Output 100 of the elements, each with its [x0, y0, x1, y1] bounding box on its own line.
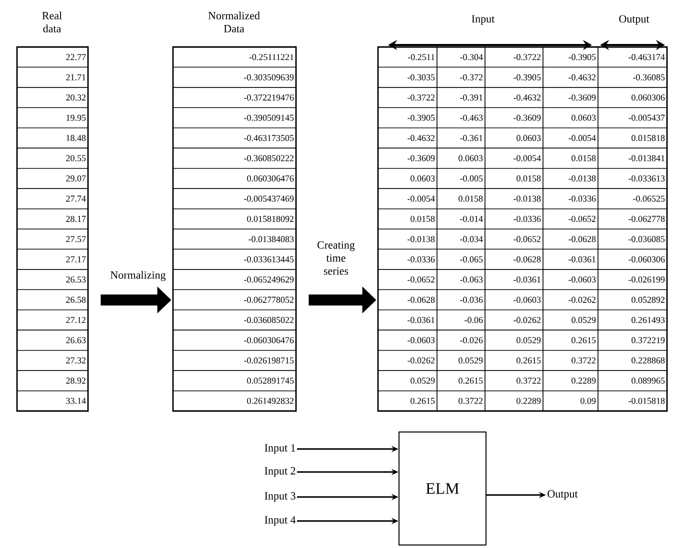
table-cell: -0.0336 — [378, 248, 438, 270]
table-cell: -0.0361 — [484, 269, 544, 290]
table-cell: 0.089965 — [598, 370, 668, 392]
table-cell: 0.3722 — [484, 370, 544, 392]
table-cell: -0.062778052 — [172, 289, 296, 310]
table-cell: -0.065 — [436, 248, 486, 270]
table-cell: 0.261493 — [598, 310, 668, 330]
table-cell: 29.07 — [16, 168, 88, 189]
table-cell: -0.013841 — [598, 148, 668, 169]
table-cell: 0.0158 — [436, 188, 486, 210]
table-cell: -0.036 — [436, 289, 486, 310]
table-cell: -0.036085022 — [172, 310, 296, 330]
table-cell: -0.0054 — [378, 188, 438, 210]
table-cell: 28.92 — [16, 370, 88, 392]
table-cell: 27.57 — [16, 228, 88, 250]
table-cell: -0.0628 — [542, 228, 598, 250]
table-cell: 0.060306 — [598, 87, 668, 108]
table-cell: -0.0262 — [378, 350, 438, 371]
table-cell: -0.034 — [436, 228, 486, 250]
table-cell: 0.3722 — [542, 350, 598, 371]
table-cell: 0.372219 — [598, 330, 668, 351]
table-cell: -0.4632 — [542, 66, 598, 88]
table-cell: -0.0652 — [378, 269, 438, 290]
table-cell: 26.58 — [16, 289, 88, 310]
input-label: Input 3 — [264, 492, 296, 502]
table-cell: 0.2615 — [542, 330, 598, 351]
table-cell: -0.390509145 — [172, 107, 296, 128]
table-cell: 0.0603 — [436, 148, 486, 169]
table-cell: 0.015818092 — [172, 208, 296, 230]
table-cell: -0.036085 — [598, 228, 668, 250]
table-cell: -0.0628 — [484, 248, 544, 270]
table-cell: -0.033613445 — [172, 248, 296, 270]
table-cell: 0.0603 — [484, 128, 544, 148]
table-cell: -0.463174 — [598, 46, 668, 68]
table-cell: -0.026198715 — [172, 350, 296, 371]
table-cell: -0.3609 — [378, 148, 438, 169]
table-cell: -0.391 — [436, 87, 486, 108]
table-cell: -0.0262 — [484, 310, 544, 330]
table-cell: -0.0138 — [484, 188, 544, 210]
edge-label: Creating time series — [318, 241, 355, 275]
table-cell: 0.2289 — [484, 390, 544, 412]
table-cell: -0.463173505 — [172, 128, 296, 148]
table-cell: 0.2289 — [542, 370, 598, 392]
table-cell: -0.372219476 — [172, 87, 296, 108]
table-cell: -0.0603 — [542, 269, 598, 290]
table-cell: 21.71 — [16, 66, 88, 88]
table-cell: -0.060306476 — [172, 330, 296, 351]
table-cell: 27.17 — [16, 248, 88, 270]
table-cell: -0.026 — [436, 330, 486, 351]
table-cell: -0.06525 — [598, 188, 668, 210]
table-cell: -0.360850222 — [172, 148, 296, 169]
table-cell: 0.228868 — [598, 350, 668, 371]
table-cell: -0.25111221 — [172, 46, 296, 68]
table-cell: 20.55 — [16, 148, 88, 169]
column-heading: Output — [619, 15, 650, 25]
table-cell: -0.06 — [436, 310, 486, 330]
table-cell: 0.0529 — [542, 310, 598, 330]
output-label: Output — [548, 490, 578, 500]
table-cell: -0.463 — [436, 107, 486, 128]
table-cell: 0.09 — [542, 390, 598, 412]
table-cell: 20.32 — [16, 87, 88, 108]
table-cell: 19.95 — [16, 107, 88, 128]
table-cell: 27.32 — [16, 350, 88, 371]
table-cell: 0.2615 — [436, 370, 486, 392]
input-label: Input 4 — [264, 516, 296, 526]
table-cell: 0.0158 — [542, 148, 598, 169]
table-cell: 0.0158 — [484, 168, 544, 189]
table-cell: 0.060306476 — [172, 168, 296, 189]
table-cell: -0.0138 — [378, 228, 438, 250]
table-cell: -0.0054 — [484, 148, 544, 169]
table-cell: -0.063 — [436, 269, 486, 290]
input-label: Input 1 — [264, 444, 296, 454]
table-cell: 0.0529 — [378, 370, 438, 392]
edge-label: Normalizing — [110, 271, 166, 281]
table-cell: -0.033613 — [598, 168, 668, 189]
table-cell: -0.0652 — [542, 208, 598, 230]
table-cell: 22.77 — [16, 46, 88, 68]
table-cell: 0.0529 — [484, 330, 544, 351]
table-cell: 18.48 — [16, 128, 88, 148]
table-cell: -0.3905 — [378, 107, 438, 128]
table-cell: -0.0628 — [378, 289, 438, 310]
table-cell: 0.261492832 — [172, 390, 296, 412]
table-cell: -0.372 — [436, 66, 486, 88]
table-cell: 0.015818 — [598, 128, 668, 148]
table-cell: 0.052892 — [598, 289, 668, 310]
table-cell: 33.14 — [16, 390, 88, 412]
table-cell: 28.17 — [16, 208, 88, 230]
column-heading: Normalized Data — [208, 12, 260, 32]
table-cell: -0.0361 — [542, 248, 598, 270]
table-cell: -0.0603 — [484, 289, 544, 310]
table-cell: -0.3722 — [484, 46, 544, 68]
table-cell: -0.3609 — [542, 87, 598, 108]
table-cell: -0.065249629 — [172, 269, 296, 290]
table-cell: -0.0336 — [542, 188, 598, 210]
input-label: Input 2 — [264, 467, 296, 477]
table-cell: 27.12 — [16, 310, 88, 330]
column-heading: Input — [472, 15, 495, 25]
table-cell: -0.014 — [436, 208, 486, 230]
table-cell: -0.4632 — [484, 87, 544, 108]
table-cell: -0.005 — [436, 168, 486, 189]
